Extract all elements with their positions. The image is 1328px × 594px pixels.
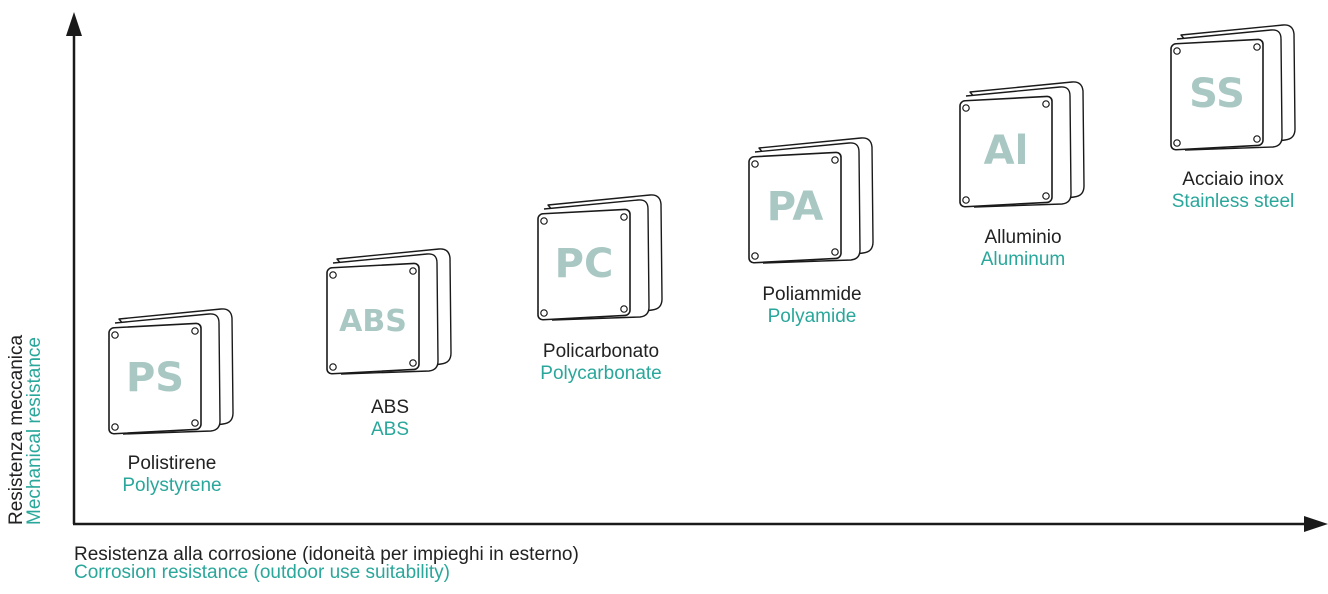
- material-name-italian: ABS: [370, 397, 410, 418]
- material-name-english: Polystyrene: [122, 475, 222, 496]
- material-name-english: Stainless steel: [1171, 191, 1295, 212]
- material-name-italian: Polistirene: [127, 453, 217, 474]
- y-axis-label: Resistenza meccanica Mechanical resistan…: [6, 335, 45, 525]
- screw-hole-icon: [191, 327, 199, 335]
- x-axis-arrowhead: [1304, 516, 1328, 532]
- screw-hole-icon: [751, 160, 759, 168]
- screw-hole-icon: [1042, 100, 1050, 108]
- y-axis-label-english: Mechanical resistance: [24, 337, 45, 525]
- screw-hole-icon: [620, 213, 628, 221]
- screw-hole-icon: [329, 363, 337, 371]
- screw-hole-icon: [1253, 135, 1261, 143]
- screw-hole-icon: [540, 309, 548, 317]
- material-name-english: Aluminum: [980, 249, 1066, 270]
- material-name-english: Polycarbonate: [540, 363, 662, 384]
- x-axis-label: Resistenza alla corrosione (idoneità per…: [74, 544, 579, 583]
- enclosure-box-ps: PS: [108, 308, 234, 435]
- box-code-al: Al: [984, 128, 1029, 174]
- x-axis-label-italian: Resistenza alla corrosione (idoneità per…: [74, 544, 579, 565]
- screw-hole-icon: [540, 217, 548, 225]
- box-code-pa: PA: [767, 184, 824, 230]
- enclosure-box-pc: PC: [537, 194, 663, 321]
- material-name-english: ABS: [370, 419, 410, 440]
- enclosure-box-ss: SS: [1170, 24, 1296, 151]
- screw-hole-icon: [962, 196, 970, 204]
- screw-hole-icon: [831, 156, 839, 164]
- screw-hole-icon: [1042, 192, 1050, 200]
- box-code-ps: PS: [126, 355, 184, 401]
- screw-hole-icon: [409, 267, 417, 275]
- box-code-abs: ABS: [339, 304, 407, 339]
- enclosure-boxes: PS ABS PC PA Al SS: [108, 24, 1296, 435]
- y-axis-arrowhead: [66, 12, 82, 36]
- screw-hole-icon: [831, 248, 839, 256]
- y-axis: [66, 12, 82, 524]
- enclosure-box-pa: PA: [748, 137, 874, 264]
- material-name-italian: Policarbonato: [542, 341, 660, 362]
- enclosure-box-abs: ABS: [326, 248, 452, 375]
- screw-hole-icon: [620, 305, 628, 313]
- screw-hole-icon: [751, 252, 759, 260]
- material-name-italian: Poliammide: [762, 284, 862, 305]
- screw-hole-icon: [409, 359, 417, 367]
- enclosure-box-al: Al: [959, 81, 1085, 208]
- material-name-english: Polyamide: [767, 306, 857, 327]
- screw-hole-icon: [1173, 139, 1181, 147]
- material-name-italian: Acciaio inox: [1182, 169, 1284, 190]
- box-code-pc: PC: [555, 241, 614, 287]
- x-axis-label-english: Corrosion resistance (outdoor use suitab…: [74, 562, 450, 583]
- material-name-italian: Alluminio: [984, 227, 1062, 248]
- x-axis: [73, 516, 1328, 532]
- screw-hole-icon: [1253, 43, 1261, 51]
- screw-hole-icon: [329, 271, 337, 279]
- screw-hole-icon: [962, 104, 970, 112]
- box-code-ss: SS: [1189, 71, 1245, 117]
- screw-hole-icon: [111, 423, 119, 431]
- screw-hole-icon: [191, 419, 199, 427]
- screw-hole-icon: [111, 331, 119, 339]
- screw-hole-icon: [1173, 47, 1181, 55]
